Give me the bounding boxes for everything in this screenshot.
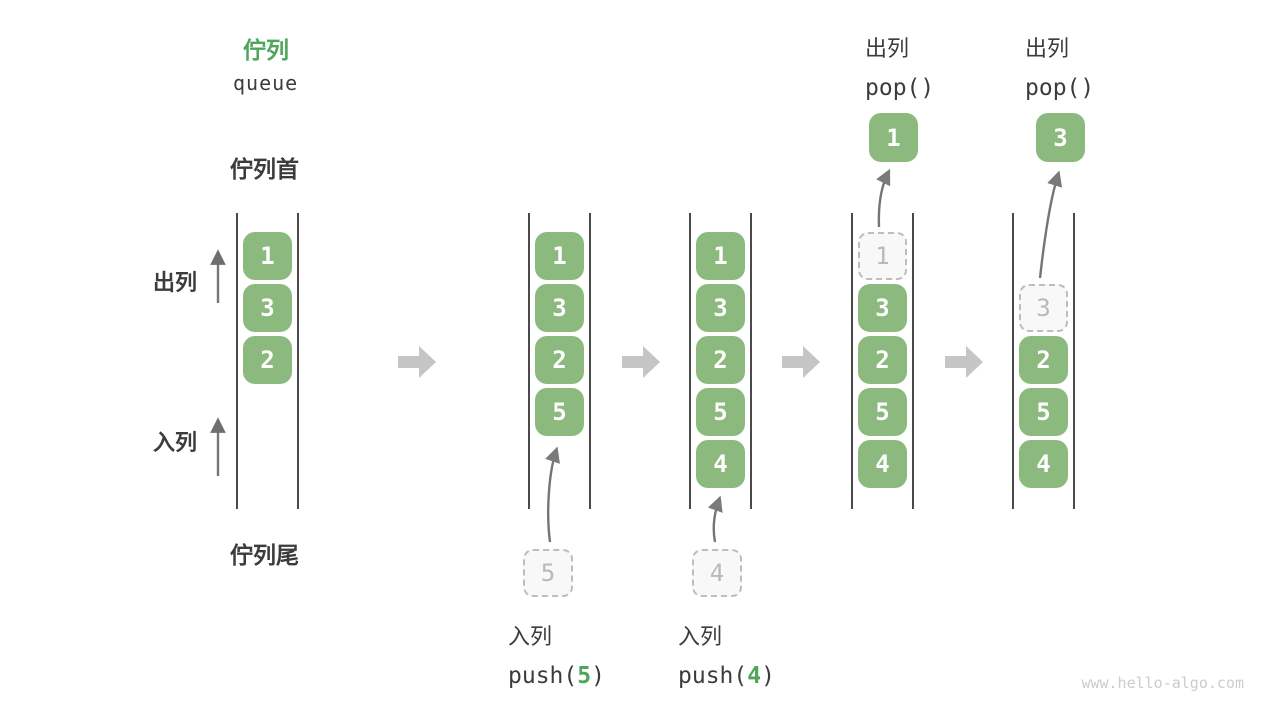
diagram-title-zh: 佇列 xyxy=(243,37,289,63)
queue-cell: 2 xyxy=(858,336,907,384)
popped-ghost-cell: 3 xyxy=(1019,284,1068,332)
queue-wall xyxy=(589,213,591,509)
queue-cell: 3 xyxy=(858,284,907,332)
pop-operation-label: 出列 pop() xyxy=(865,31,934,101)
pop-arrow-icon xyxy=(876,168,891,228)
push-operation-label: 入列 push(5) xyxy=(508,619,605,689)
queue-wall xyxy=(1073,213,1075,509)
incoming-value-box: 5 xyxy=(523,549,573,597)
queue-cell: 5 xyxy=(535,388,584,436)
popped-value-box: 3 xyxy=(1036,113,1085,162)
dequeue-action-label: 出列 xyxy=(865,36,910,61)
dequeue-action-label: 出列 xyxy=(1025,36,1070,61)
push-operation-label: 入列 push(4) xyxy=(678,619,775,689)
pop-operation-label: 出列 pop() xyxy=(1025,31,1094,101)
queue-cell: 1 xyxy=(243,232,292,280)
stage-transition-arrow-icon xyxy=(782,346,820,378)
pop-code-label: pop() xyxy=(1025,75,1095,101)
stage-transition-arrow-icon xyxy=(398,346,436,378)
code-arg: 4 xyxy=(747,663,762,689)
stage-transition-arrow-icon xyxy=(622,346,660,378)
queue-wall xyxy=(750,213,752,509)
stage-transition-arrow-icon xyxy=(945,346,983,378)
push-code-label: push(5) xyxy=(508,663,605,689)
enqueue-action-label: 入列 xyxy=(678,624,723,649)
queue-cell: 5 xyxy=(858,388,907,436)
code-arg: 5 xyxy=(577,663,592,689)
queue-cell: 4 xyxy=(696,440,745,488)
code-close: ) xyxy=(761,663,775,689)
queue-wall xyxy=(528,213,530,509)
enqueue-side-label: 入列 xyxy=(153,430,198,455)
queue-cell: 2 xyxy=(696,336,745,384)
queue-cell: 5 xyxy=(1019,388,1068,436)
watermark: www.hello-algo.com xyxy=(1081,674,1244,692)
push-arrow-icon xyxy=(707,495,723,543)
queue-wall xyxy=(236,213,238,509)
code-fn: push( xyxy=(678,663,748,689)
pop-arrow-icon xyxy=(1038,170,1063,279)
queue-wall xyxy=(689,213,691,509)
queue-cell: 3 xyxy=(696,284,745,332)
code-close: ) xyxy=(591,663,605,689)
queue-front-label: 佇列首 xyxy=(230,156,299,182)
queue-wall xyxy=(297,213,299,509)
queue-cell: 3 xyxy=(535,284,584,332)
incoming-value-box: 4 xyxy=(692,549,742,597)
queue-cell: 2 xyxy=(1019,336,1068,384)
pop-code-label: pop() xyxy=(865,75,935,101)
popped-value-box: 1 xyxy=(869,113,918,162)
enqueue-action-label: 入列 xyxy=(508,624,553,649)
diagram-title-en: queue xyxy=(233,71,299,95)
push-arrow-icon xyxy=(545,446,560,543)
queue-cell: 3 xyxy=(243,284,292,332)
dequeue-side-label: 出列 xyxy=(153,270,198,295)
queue-cell: 1 xyxy=(696,232,745,280)
queue-wall xyxy=(851,213,853,509)
queue-cell: 2 xyxy=(535,336,584,384)
queue-cell: 1 xyxy=(535,232,584,280)
push-code-label: push(4) xyxy=(678,663,775,689)
queue-wall xyxy=(912,213,914,509)
queue-rear-label: 佇列尾 xyxy=(230,542,299,568)
queue-cell: 4 xyxy=(1019,440,1068,488)
popped-ghost-cell: 1 xyxy=(858,232,907,280)
queue-cell: 2 xyxy=(243,336,292,384)
code-fn: push( xyxy=(508,663,578,689)
queue-cell: 5 xyxy=(696,388,745,436)
queue-cell: 4 xyxy=(858,440,907,488)
queue-wall xyxy=(1012,213,1014,509)
